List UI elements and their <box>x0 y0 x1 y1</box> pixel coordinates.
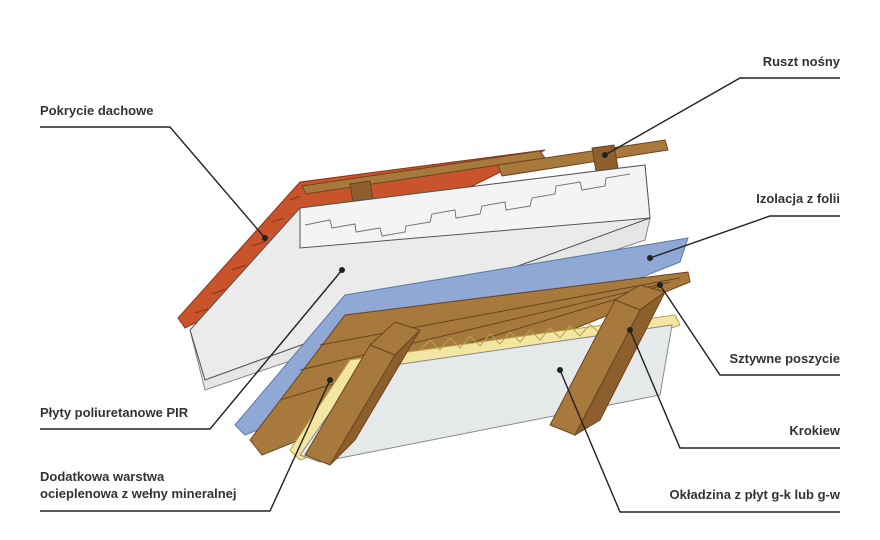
label-rafter: Krokiew <box>789 423 840 438</box>
label-drywall: Okładzina z płyt g-k lub g-w <box>669 487 840 502</box>
label-rigid-sheathing: Sztywne poszycie <box>729 351 840 366</box>
leader-lines <box>40 77 840 513</box>
leader-dots <box>262 152 663 383</box>
label-pir-boards: Płyty poliuretanowe PIR <box>40 405 189 420</box>
label-mineral-wool: Dodatkowa warstwa ocieplenowa z wełny mi… <box>40 469 237 501</box>
label-roof-covering: Pokrycie dachowe <box>40 103 154 118</box>
label-foil-insulation: Izolacja z folii <box>756 191 840 206</box>
label-support-grid: Ruszt nośny <box>762 54 840 69</box>
